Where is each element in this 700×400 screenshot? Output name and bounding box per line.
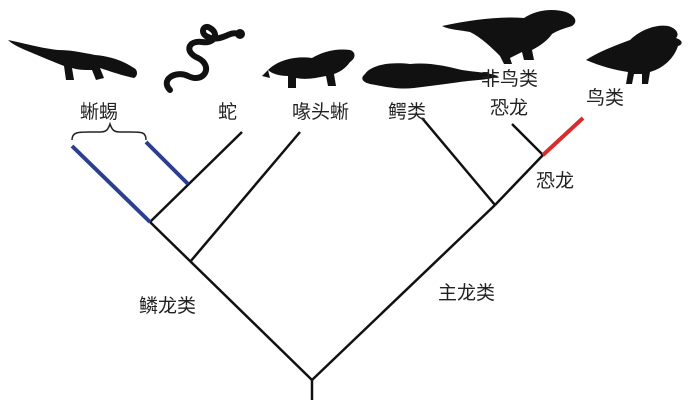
branch-lepidosaurs <box>149 221 313 381</box>
label-snakes: 蛇 <box>218 101 238 123</box>
branch-birds <box>541 116 585 157</box>
branch-dinosaurs <box>494 154 544 206</box>
lizard-clade-brace <box>71 121 147 141</box>
label-crocodilians: 鳄类 <box>388 101 427 123</box>
tyrannosaurus-icon <box>442 10 576 64</box>
branch-lizards-inner <box>144 140 190 186</box>
label-lizards: 蜥蜴 <box>80 101 119 123</box>
label-dinosaurs: 恐龙 <box>536 170 575 192</box>
label-birds: 鸟类 <box>586 87 625 109</box>
branch-lizards-outer <box>70 144 152 224</box>
branch-crocodilians <box>421 117 496 206</box>
snake-icon <box>163 24 245 93</box>
label-nonavian-dinosaurs-line1: 非鸟类 <box>481 68 539 90</box>
tuatara-icon <box>262 49 355 88</box>
bird-icon <box>586 25 682 84</box>
branch-snakes <box>149 131 243 223</box>
branch-nonavian-dinosaurs <box>511 123 544 156</box>
label-archosaurs: 主龙类 <box>438 282 496 304</box>
branch-archosaurs <box>311 204 496 381</box>
crocodile-icon <box>362 63 498 89</box>
branch-tuatara <box>189 131 301 263</box>
label-tuatara: 喙头蜥 <box>292 101 350 123</box>
label-nonavian-dinosaurs-line2: 恐龙 <box>490 97 529 119</box>
lizard-icon <box>8 40 137 80</box>
label-lepidosaurs: 鳞龙类 <box>139 295 197 317</box>
